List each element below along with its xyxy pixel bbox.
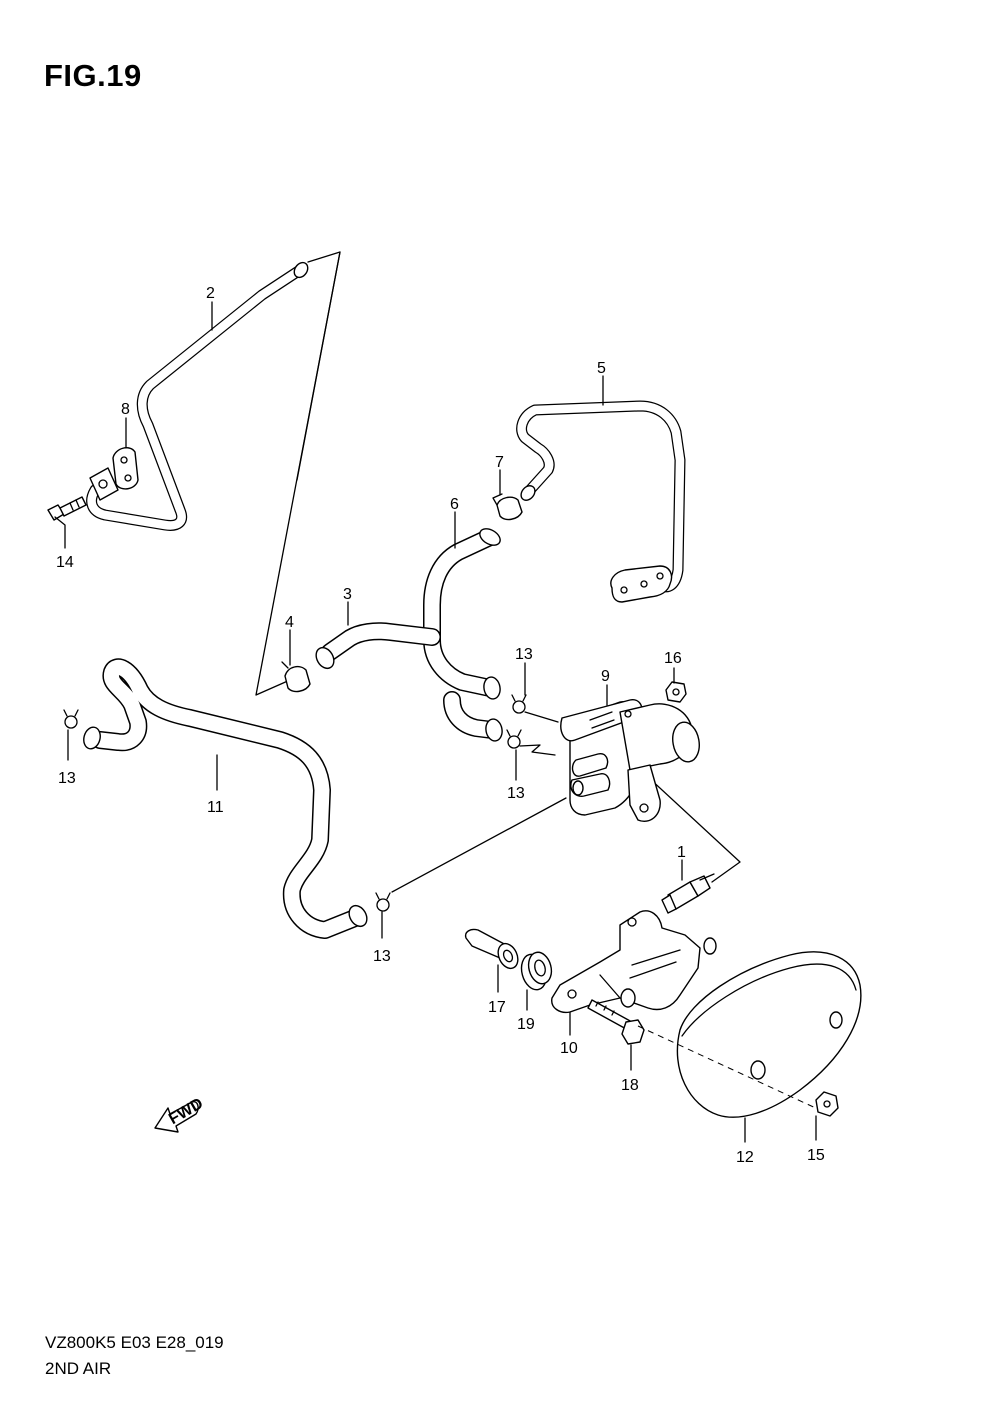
part-7-clamp bbox=[492, 493, 523, 521]
part-5-pipe bbox=[516, 400, 686, 603]
callout-13-valve-upper: 13 bbox=[515, 646, 533, 663]
part-13-clip-left bbox=[63, 709, 79, 729]
part-3-hose bbox=[315, 622, 441, 670]
callout-15: 15 bbox=[807, 1147, 825, 1164]
part-15-nut bbox=[815, 1091, 839, 1117]
callout-7: 7 bbox=[495, 454, 504, 471]
callout-9: 9 bbox=[601, 668, 610, 685]
callout-numbers: 2 8 14 5 7 6 3 4 13 9 16 13 11 13 1 13 1… bbox=[56, 285, 825, 1166]
part-11-hose bbox=[83, 658, 368, 939]
part-6-hose bbox=[423, 528, 501, 700]
callout-13-bottom: 13 bbox=[373, 948, 391, 965]
callout-leaders bbox=[54, 301, 817, 1143]
callout-2: 2 bbox=[206, 285, 215, 302]
callout-12: 12 bbox=[736, 1149, 754, 1166]
figure-title: FIG.19 bbox=[44, 58, 142, 93]
callout-13-left: 13 bbox=[58, 770, 76, 787]
callout-4: 4 bbox=[285, 614, 294, 631]
part-13-clip-bottom bbox=[375, 892, 391, 912]
part-12-cover bbox=[637, 951, 862, 1118]
callout-6: 6 bbox=[450, 496, 459, 513]
part-13-clip-valve-lower bbox=[506, 729, 522, 749]
part-18-bolt bbox=[587, 999, 645, 1045]
part-8-gasket bbox=[112, 447, 139, 490]
fwd-arrow-label: FWD bbox=[166, 1095, 206, 1128]
footer-section-name: 2ND AIR bbox=[45, 1359, 112, 1378]
assembly-guide-lines bbox=[255, 251, 341, 696]
part-16-nut bbox=[665, 681, 687, 703]
part-2-tube bbox=[86, 261, 309, 531]
callout-16: 16 bbox=[664, 650, 682, 667]
callout-3: 3 bbox=[343, 586, 352, 603]
part-17-collar bbox=[464, 928, 519, 970]
callout-18: 18 bbox=[621, 1077, 639, 1094]
part-19-grommet bbox=[520, 951, 553, 991]
callout-13-valve-lower: 13 bbox=[507, 785, 525, 802]
part-13-clip-valve-upper bbox=[511, 694, 527, 714]
part-4-clamp bbox=[281, 661, 311, 693]
callout-10: 10 bbox=[560, 1040, 578, 1057]
part-10-bracket bbox=[551, 910, 717, 1014]
part-9-valve bbox=[560, 699, 700, 822]
callout-17: 17 bbox=[488, 999, 506, 1016]
callout-14: 14 bbox=[56, 554, 74, 571]
part-14-bolt bbox=[47, 496, 87, 521]
footer-model-code: VZ800K5 E03 E28_019 bbox=[45, 1333, 224, 1352]
callout-19: 19 bbox=[517, 1016, 535, 1033]
part-1-sensor bbox=[661, 873, 715, 914]
valve-lower-hose bbox=[443, 691, 503, 742]
callout-5: 5 bbox=[597, 360, 606, 377]
callout-11: 11 bbox=[207, 799, 224, 816]
callout-1: 1 bbox=[677, 844, 686, 861]
fwd-arrow-icon: FWD bbox=[154, 1095, 206, 1133]
callout-8: 8 bbox=[121, 401, 130, 418]
